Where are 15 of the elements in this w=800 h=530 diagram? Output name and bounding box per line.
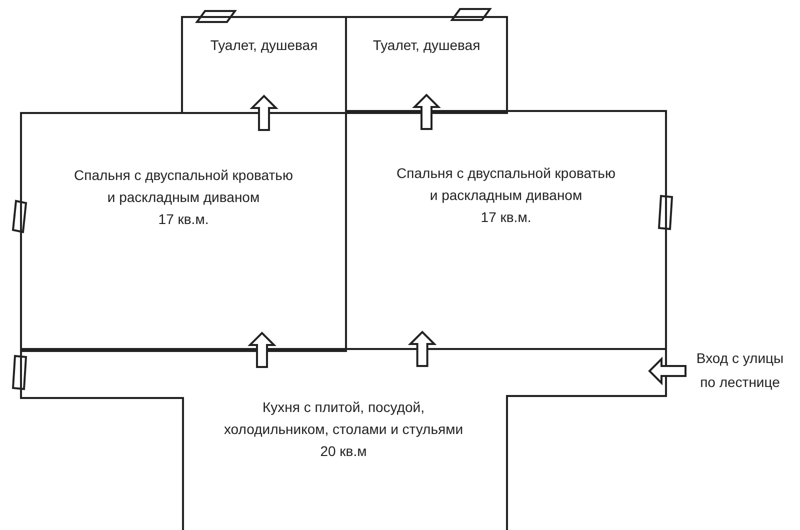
door-arrow [648, 356, 686, 386]
room-label: Туалет, душевая [372, 36, 482, 55]
room-label: Кухня с плитой, посудой, холодильником, столами и стульями [222, 398, 464, 439]
door-arrow [248, 332, 276, 368]
door-arrow [250, 94, 278, 131]
area-label: 17 кв.м. [480, 208, 532, 227]
entrance-label: Вход с улицы по лестнице [690, 346, 790, 394]
door-arrow [408, 330, 437, 367]
room-label: Спальня с двуспальной кроватью и раскладным диваном [396, 164, 616, 205]
room-label: Спальня с двуспальной кроватью и раскладным диваном [73, 166, 294, 207]
door-arrow [412, 94, 441, 130]
room-label: Туалет, душевая [209, 36, 319, 55]
area-label: 20 кв.м [319, 442, 368, 461]
room [345, 16, 508, 114]
area-label: 17 кв.м. [157, 210, 210, 229]
